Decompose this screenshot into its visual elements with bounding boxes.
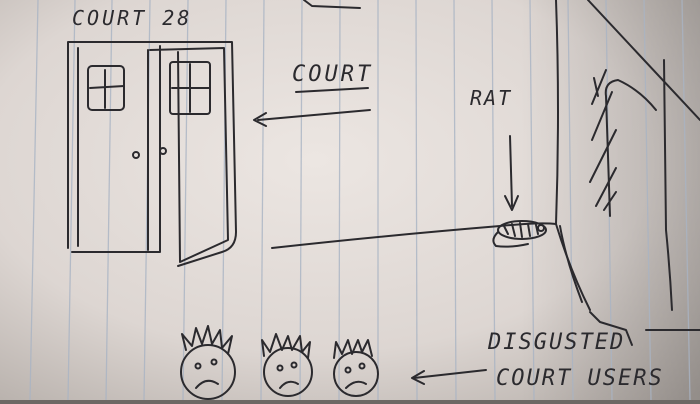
door-label: COURT 28: [72, 6, 193, 30]
sad-face-icon: [180, 325, 236, 400]
court-users-label: COURT USERS: [496, 366, 664, 391]
door-icon: [67, 0, 361, 267]
arrow-down-icon: [504, 135, 519, 211]
arrow-left-icon: [411, 369, 487, 385]
rat-icon: [492, 220, 547, 248]
arrow-left-icon: [253, 87, 371, 127]
court-edge: [555, 0, 700, 346]
sad-face-icon: [333, 339, 379, 397]
court-label: COURT: [292, 62, 374, 87]
rat-label: RAT: [470, 86, 513, 110]
sad-face-icon: [261, 333, 313, 397]
disgusted-label: DISGUSTED: [488, 330, 626, 355]
